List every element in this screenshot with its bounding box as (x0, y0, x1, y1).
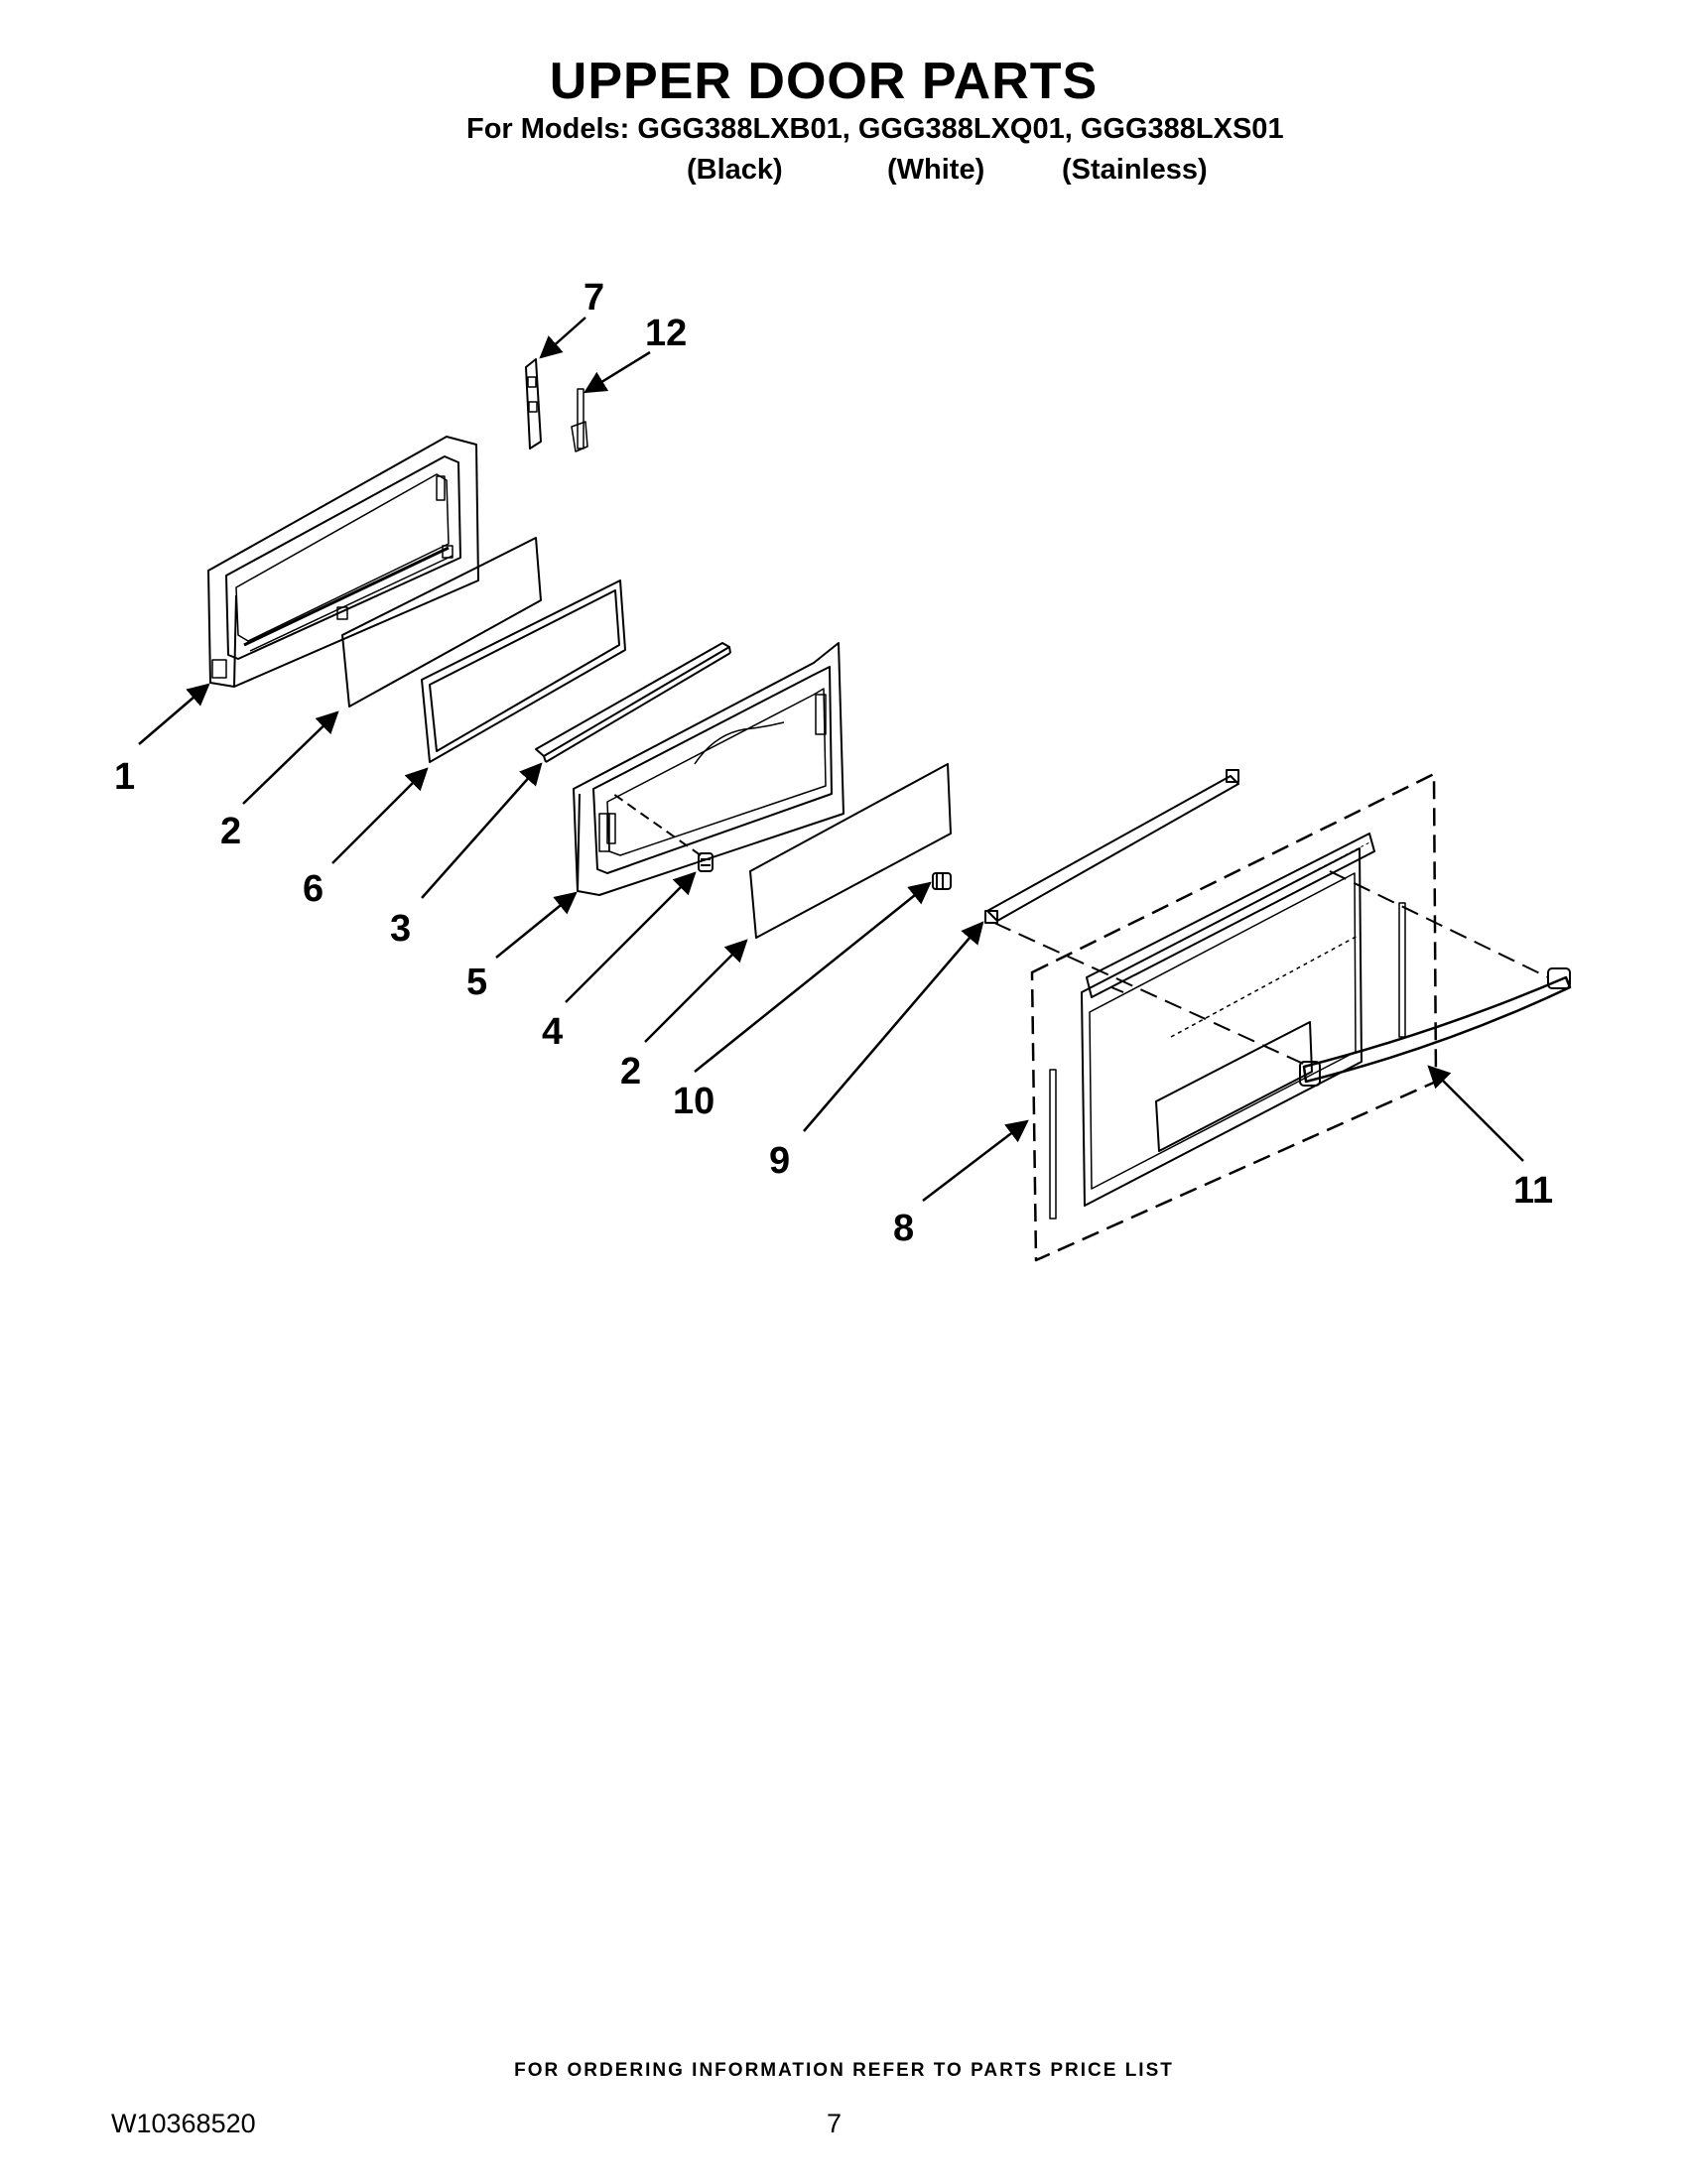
color-white: (White) (887, 154, 985, 186)
part-8-assembly-outline (1030, 772, 1438, 1262)
part-6-gasket (421, 579, 626, 763)
callout-4: 4 (542, 1011, 563, 1053)
callout-2-lower: 2 (620, 1051, 641, 1092)
part-7-hinge-bracket (525, 358, 542, 450)
document-number: W10368520 (111, 2109, 256, 2138)
color-black: (Black) (687, 154, 783, 186)
callout-7: 7 (584, 277, 604, 319)
models-line: For Models: GGG388LXB01, GGG388LXQ01, GG… (466, 113, 1284, 145)
part-10-screw (932, 872, 952, 890)
part-2-glass-upper (341, 537, 542, 707)
part-8-outer-door-panel (1049, 833, 1406, 1220)
assembly-lines (993, 870, 1549, 1068)
color-stainless: (Stainless) (1062, 154, 1208, 186)
callout-11: 11 (1513, 1170, 1553, 1212)
callout-2-upper: 2 (220, 811, 241, 852)
leader-arrows (138, 317, 1524, 1202)
callout-3: 3 (390, 908, 411, 950)
part-3-trim-strip (535, 642, 731, 763)
callout-5: 5 (466, 962, 487, 1003)
callout-12: 12 (645, 313, 687, 354)
page-number: 7 (827, 2109, 843, 2138)
callout-1: 1 (114, 756, 135, 798)
callout-9: 9 (769, 1140, 790, 1182)
callout-6: 6 (303, 868, 324, 910)
part-4-screw (612, 793, 714, 872)
model-colors: (Black) (White) (Stainless) (0, 154, 1688, 193)
callout-10: 10 (673, 1081, 714, 1122)
page-title: UPPER DOOR PARTS (549, 53, 1099, 110)
part-1-inner-door-frame (207, 436, 479, 688)
ordering-note: FOR ORDERING INFORMATION REFER TO PARTS … (514, 2060, 1174, 2081)
part-5-door-liner (573, 642, 844, 896)
part-9-mounting-bar (984, 769, 1239, 924)
part-12-hinge-pin (571, 388, 588, 452)
part-11-door-handle (1299, 967, 1572, 1087)
callout-8: 8 (893, 1208, 914, 1249)
part-2-glass-lower (749, 763, 952, 939)
